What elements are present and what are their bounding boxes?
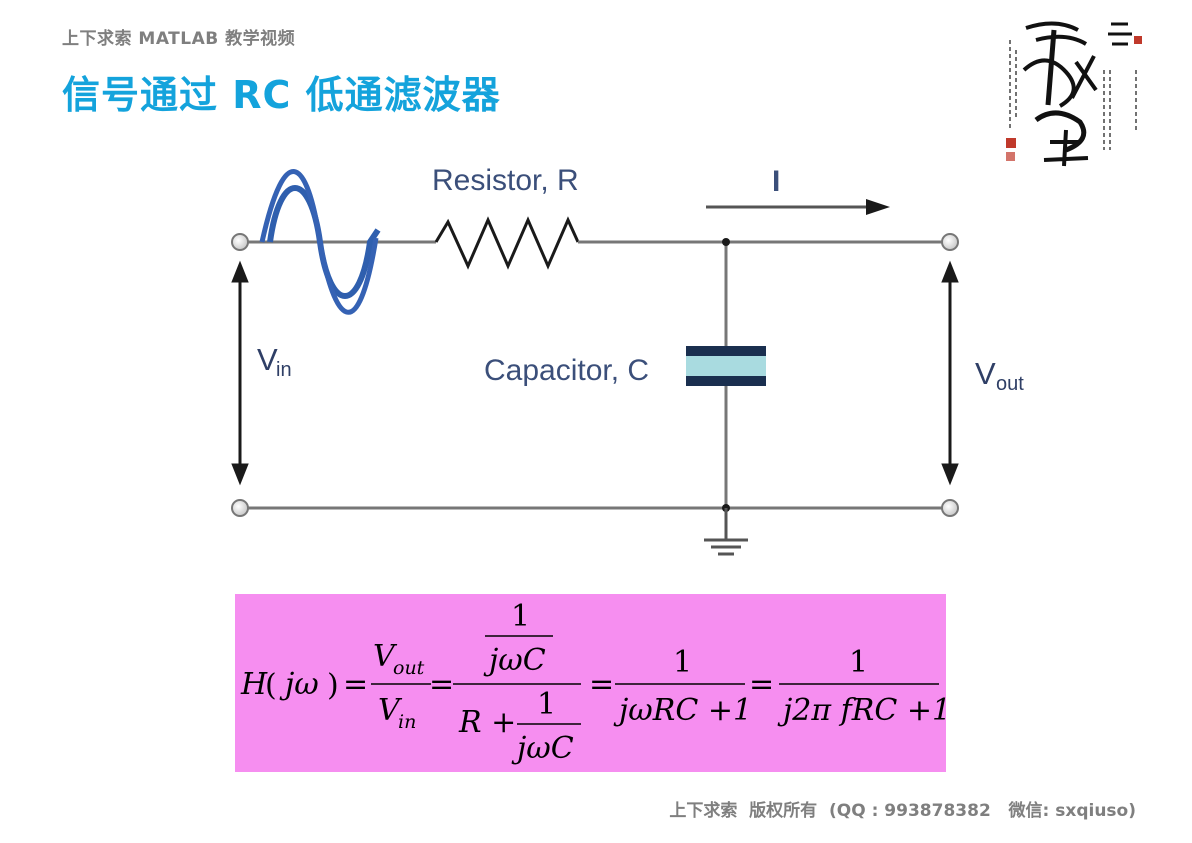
formula-vout-sub: out: [393, 657, 425, 679]
formula-den-one: 1: [537, 687, 556, 722]
formula-vin-sub: in: [398, 711, 416, 733]
vin-label: V: [257, 342, 278, 377]
formula-eq-2: =: [429, 667, 454, 702]
current-arrow: [706, 199, 890, 215]
formula-num-one-3: 1: [849, 645, 868, 680]
formula-eq-3: =: [589, 667, 614, 702]
junction-top: [722, 238, 730, 246]
series-title: 上下求索 MATLAB 教学视频: [62, 29, 296, 49]
terminal-out-top: [941, 233, 959, 251]
formula-h: H: [240, 667, 268, 702]
terminal-in-bottom: [231, 499, 249, 517]
formula-eq-4: =: [749, 667, 774, 702]
resistor-symbol: [434, 216, 580, 270]
terminal-out-bottom: [941, 499, 959, 517]
formula-den-3: j2π fRC +1: [777, 693, 946, 728]
slide-title: 信号通过 RC 低通滤波器: [62, 73, 501, 117]
capacitor-plate-bottom: [686, 376, 766, 386]
rc-circuit-diagram: Resistor, R Capacitor, C I V in V out: [231, 164, 1024, 556]
vout-subscript: out: [996, 373, 1024, 395]
formula-den-2: jωRC +1: [613, 693, 752, 728]
formula-paren-open: (: [265, 668, 277, 703]
formula-den-r-plus: R +: [458, 705, 516, 740]
formula-num-jwc: jωC: [483, 643, 546, 678]
calligraphy-seal-logo: [996, 10, 1150, 172]
formula-vin-v: V: [378, 693, 403, 728]
current-label: I: [772, 165, 780, 198]
transfer-function-box: H ( jω ) = V out V in = 1 jωC R + 1 jωC …: [235, 594, 946, 772]
resistor-label: Resistor, R: [432, 164, 579, 197]
transfer-function-formula: H ( jω ) = V out V in = 1 jωC R + 1 jωC …: [240, 599, 946, 766]
footer-copyright: 上下求索 版权所有 (QQ : 993878382 微信: sxqiuso): [669, 801, 1136, 821]
formula-eq-1: =: [343, 667, 368, 702]
formula-h-arg: jω: [279, 667, 319, 702]
vin-subscript: in: [276, 359, 292, 381]
capacitor-dielectric: [686, 356, 766, 376]
ground-icon: [704, 508, 748, 556]
formula-vout-v: V: [373, 639, 398, 674]
capacitor-label: Capacitor, C: [484, 354, 649, 387]
vout-label: V: [975, 356, 996, 391]
vout-arrow: [941, 260, 959, 486]
formula-num-one-2: 1: [673, 645, 692, 680]
vin-arrow: [231, 260, 249, 486]
formula-den-jwc: jωC: [511, 731, 574, 766]
formula-paren-close: ): [327, 668, 339, 703]
formula-num-one-top: 1: [511, 599, 530, 634]
terminal-in-top: [231, 233, 249, 251]
capacitor-plate-top: [686, 346, 766, 356]
